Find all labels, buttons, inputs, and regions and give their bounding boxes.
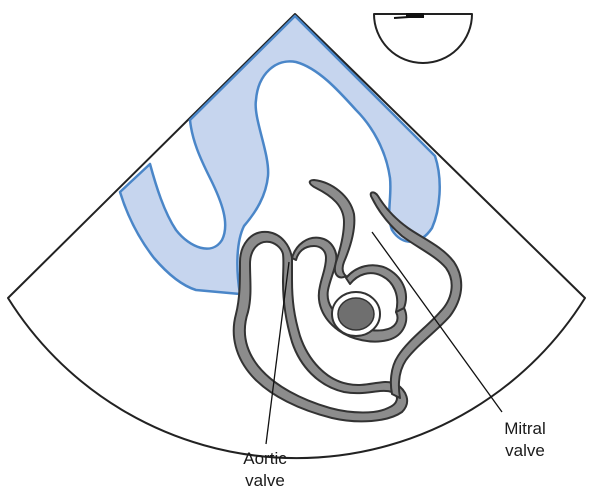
oval-inner [338, 298, 374, 330]
mitral-valve-label: Mitral valve [493, 418, 557, 462]
aortic-label-line2: valve [230, 470, 300, 492]
probe-indicator-icon [374, 14, 472, 63]
aortic-label-line1: Aortic [230, 448, 300, 470]
mitral-label-line1: Mitral [493, 418, 557, 440]
mitral-label-line2: valve [493, 440, 557, 462]
probe-marker-block [406, 13, 424, 18]
ultrasound-sector [8, 14, 585, 458]
aortic-valve-label: Aortic valve [230, 448, 300, 492]
